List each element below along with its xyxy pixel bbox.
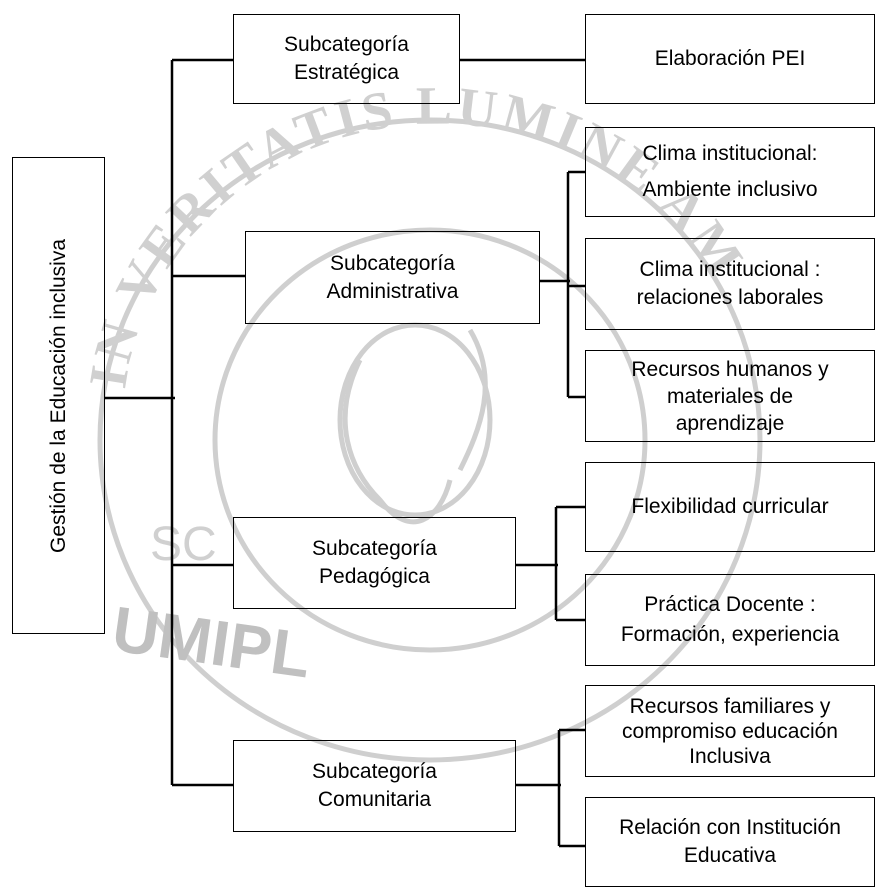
node-subcategoria-administrativa: Subcategoría Administrativa xyxy=(245,231,540,324)
leaf-label: Clima institucional : relaciones laboral… xyxy=(636,258,824,309)
node-subcategoria-estrategica: Subcategoría Estratégica xyxy=(233,14,460,104)
leaf-clima-relaciones: Clima institucional : relaciones laboral… xyxy=(585,238,875,330)
leaf-practica-docente: Práctica Docente : Formación, experienci… xyxy=(585,574,875,666)
root-node: Gestión de la Educación inclusiva xyxy=(12,157,105,634)
leaf-label: Elaboración PEI xyxy=(654,47,806,70)
seal-initials: SC xyxy=(150,518,217,571)
leaf-label: Clima institucional: Ambiente inclusivo xyxy=(642,142,818,201)
node-subcategoria-comunitaria: Subcategoría Comunitaria xyxy=(233,740,516,832)
leaf-label: Recursos humanos y materiales de aprendi… xyxy=(631,357,829,435)
leaf-recursos-familiares: Recursos familiares y compromiso educaci… xyxy=(585,685,875,777)
leaf-clima-ambiente: Clima institucional: Ambiente inclusivo xyxy=(585,127,875,217)
leaf-label: Recursos familiares y compromiso educaci… xyxy=(622,694,838,768)
leaf-relacion-institucion: Relación con Institución Educativa xyxy=(585,797,875,887)
node-label: Subcategoría Administrativa xyxy=(326,251,459,303)
leaf-label: Flexibilidad curricular xyxy=(631,495,829,518)
leaf-label: Práctica Docente : Formación, experienci… xyxy=(620,593,840,646)
node-subcategoria-pedagogica: Subcategoría Pedagógica xyxy=(233,517,516,609)
root-node-label: Gestión de la Educación inclusiva xyxy=(46,238,70,553)
node-label: Subcategoría Estratégica xyxy=(284,33,409,84)
leaf-label: Relación con Institución Educativa xyxy=(619,816,841,867)
node-label: Subcategoría Comunitaria xyxy=(312,760,437,811)
leaf-recursos-humanos: Recursos humanos y materiales de aprendi… xyxy=(585,350,875,442)
leaf-elaboracion-pei: Elaboración PEI xyxy=(585,14,875,104)
node-label: Subcategoría Pedagógica xyxy=(312,537,437,588)
leaf-flexibilidad-curricular: Flexibilidad curricular xyxy=(585,462,875,552)
